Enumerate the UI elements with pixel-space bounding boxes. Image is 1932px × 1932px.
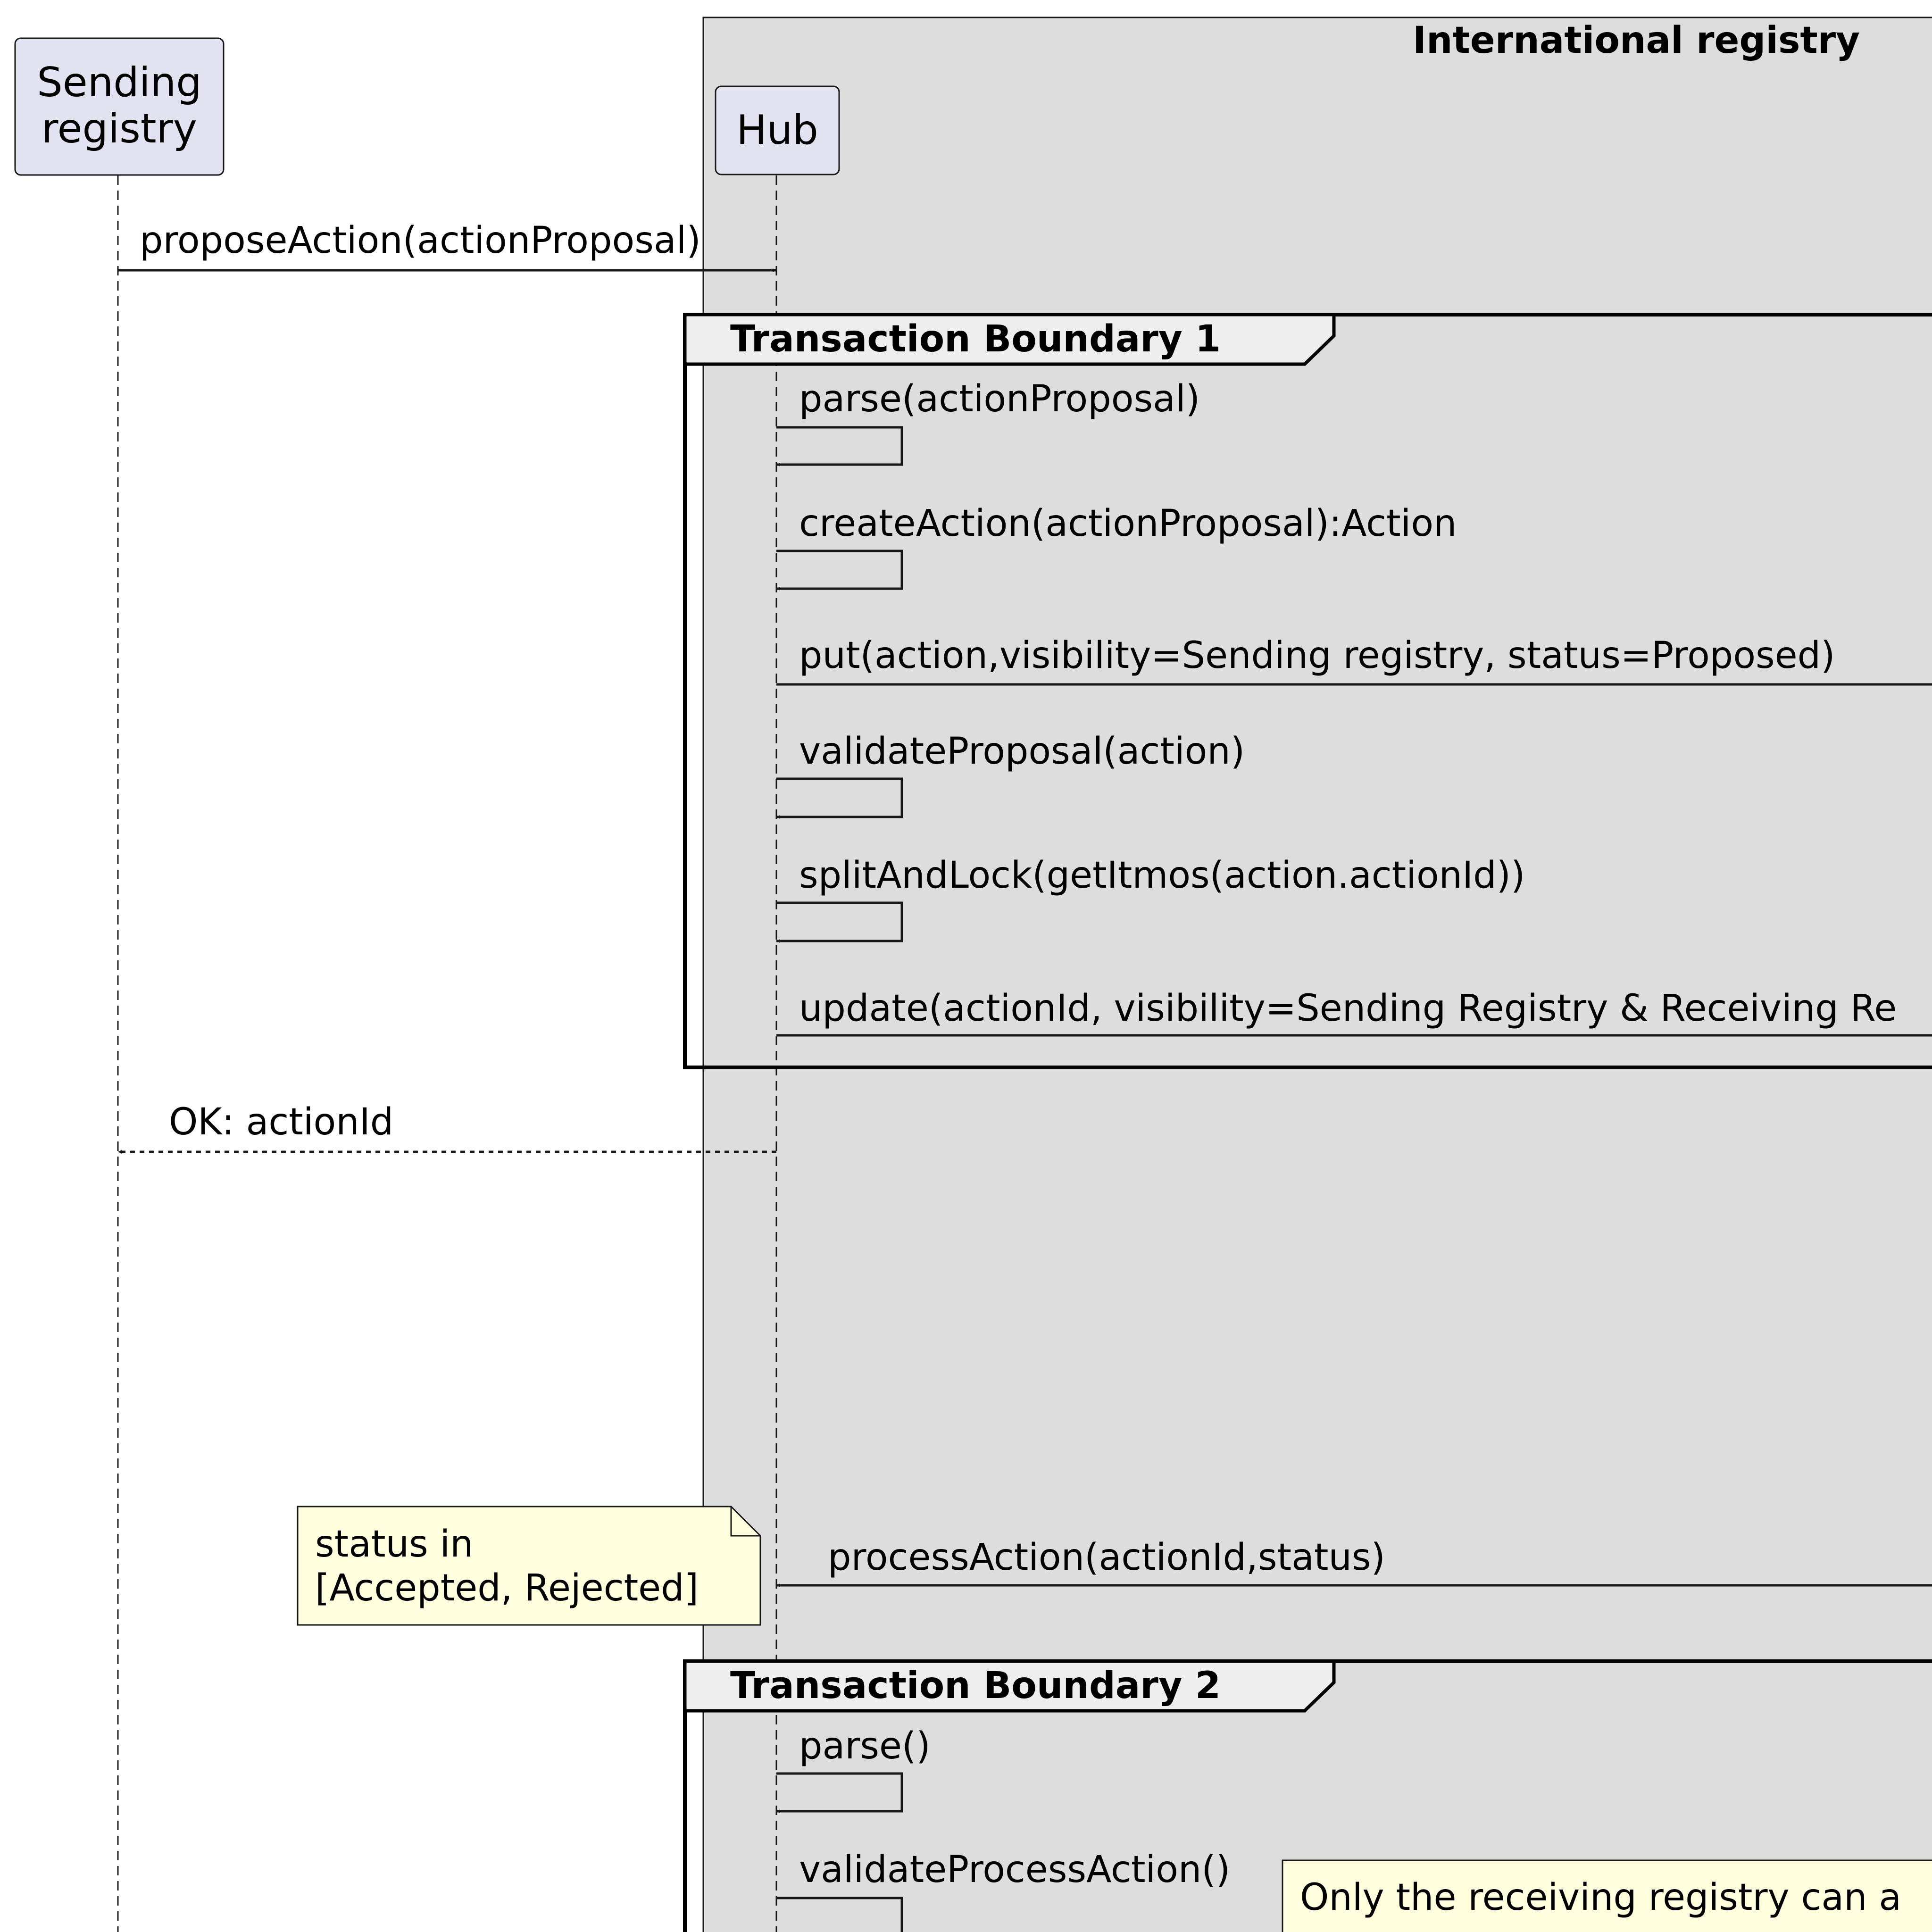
message-validate-proposal-label: validateProposal(action) — [799, 730, 1245, 773]
note-status — [297, 1506, 761, 1626]
international-registry-box — [702, 17, 1932, 1932]
transaction-boundary-1-title: Transaction Boundary 1 — [730, 318, 1221, 360]
transaction-boundary-1-header — [683, 313, 1336, 366]
international-registry-title: International registry — [1413, 19, 1860, 62]
note-only-receiving-text: Only the receiving registry can a — [1300, 1876, 1901, 1919]
message-create-action-label: createAction(actionProposal):Action — [799, 502, 1457, 545]
message-split-and-lock-label: splitAndLock(getItmos(action.actionId)) — [799, 854, 1525, 897]
message-ok-return-label: OK: actionId — [169, 1101, 393, 1143]
note-status-fold — [730, 1507, 760, 1537]
message-split-and-lock-arrow — [776, 901, 903, 943]
transaction-boundary-2-title: Transaction Boundary 2 — [730, 1665, 1221, 1707]
transaction-boundary-2-header — [683, 1659, 1336, 1713]
message-parse-arrow — [776, 426, 903, 466]
note-status-line1: status in — [315, 1523, 474, 1566]
message-parse-2-label: parse() — [799, 1725, 931, 1767]
participant-sending-registry[interactable] — [14, 37, 225, 176]
participant-hub-label: Hub — [736, 107, 818, 154]
note-status-line2: [Accepted, Rejected] — [315, 1567, 699, 1609]
message-put-label: put(action,visibility=Sending registry, … — [799, 634, 1835, 677]
participant-sending-registry-label-line1: Sending — [37, 59, 202, 106]
participant-sending-registry-label-line2: registry — [42, 105, 197, 152]
message-update-label: update(actionId, visibility=Sending Regi… — [799, 987, 1897, 1030]
participant-hub[interactable] — [715, 85, 840, 175]
message-validate-process-action-label: validateProcessAction() — [799, 1849, 1230, 1891]
message-process-action-label: processAction(actionId,status) — [828, 1536, 1385, 1579]
message-propose-action-label: proposeAction(actionProposal) — [140, 219, 701, 262]
message-validate-process-action-arrow — [776, 1897, 903, 1932]
message-parse-label: parse(actionProposal) — [799, 378, 1200, 420]
message-parse-2-arrow — [776, 1772, 903, 1813]
message-validate-proposal-arrow — [776, 777, 903, 819]
note-only-receiving — [1282, 1859, 1932, 1932]
message-create-action-arrow — [776, 550, 903, 591]
